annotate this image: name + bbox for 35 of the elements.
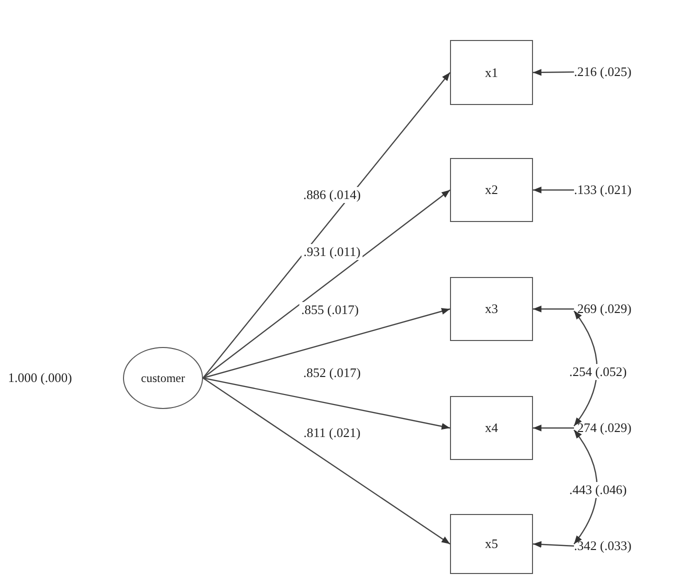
node-label: x3 [485, 300, 498, 318]
arrow [533, 186, 574, 194]
observed-variable-box [450, 40, 533, 105]
edge-label: .852 (.017) [301, 365, 363, 381]
edge-label: .931 (.011) [302, 244, 362, 260]
observed-variable-box [450, 396, 533, 460]
arrow [533, 306, 574, 312]
variance-label: 1.000 (.000) [8, 369, 72, 387]
node-label: x1 [485, 64, 498, 82]
residual-value: .133 (.021) [574, 180, 632, 200]
node-label: x4 [485, 419, 498, 438]
node-label: x5 [485, 535, 498, 554]
arrow [202, 378, 450, 544]
residual-value: .274 (.029) [574, 418, 632, 438]
arrow [533, 69, 574, 76]
edge-label: .443 (.046) [567, 482, 629, 498]
arrow [532, 541, 574, 548]
arrow [202, 72, 450, 378]
observed-variable-box [450, 514, 533, 574]
edge-label: .855 (.017) [299, 302, 361, 318]
arrow [533, 424, 574, 432]
node-label: customer [141, 370, 185, 387]
edge-label: .886 (.014) [301, 187, 363, 203]
residual-value: .216 (.025) [574, 62, 632, 82]
observed-variable-box [450, 158, 533, 222]
edge-label: .811 (.021) [302, 425, 362, 441]
residual-value: .342 (.033) [574, 536, 632, 556]
arrow [202, 308, 450, 379]
arrow [202, 377, 450, 430]
residual-value: .269 (.029) [574, 299, 632, 319]
node-label: x2 [485, 181, 498, 200]
edge-label: .254 (.052) [567, 364, 629, 380]
observed-variable-box [450, 277, 533, 341]
arrow [202, 190, 450, 378]
arrow [574, 310, 598, 426]
